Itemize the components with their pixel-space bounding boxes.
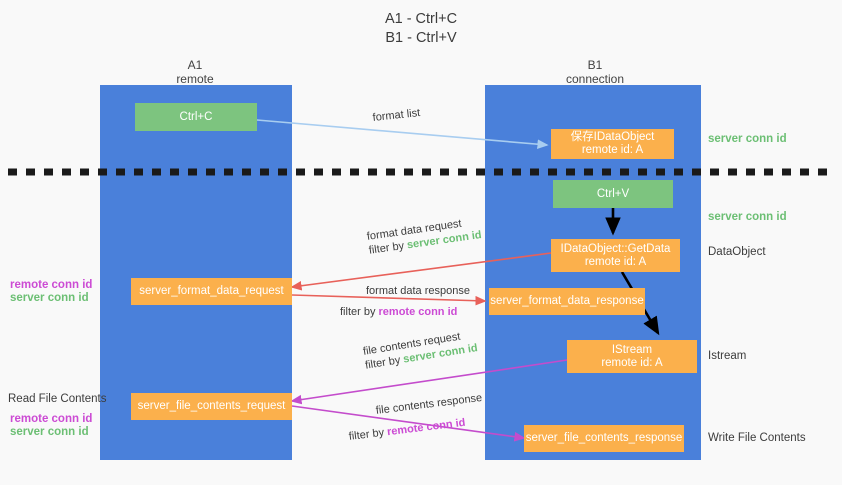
filter-prefix: filter by: [368, 239, 408, 257]
node-server-format-data-response-label: server_format_data_response: [490, 295, 644, 307]
node-getdata[interactable]: IDataObject::GetData remote id: A: [551, 239, 680, 272]
node-ctrl-v-label: Ctrl+V: [596, 187, 630, 200]
node-server-format-data-request[interactable]: server_format_data_request: [131, 278, 292, 305]
lane-title-a1: A1 remote: [120, 58, 270, 86]
title-line-2: B1 - Ctrl+V: [385, 30, 457, 46]
node-getdata-line2: remote id: A: [584, 255, 647, 268]
edge-label-format-data-response: format data response: [366, 284, 470, 298]
node-save-idataobject-line2: remote id: A: [581, 144, 644, 156]
lane-title-a1-line2: remote: [176, 72, 214, 86]
filter-key-remote-conn-id: remote conn id: [378, 306, 458, 318]
right-label-server-conn-id-top: server conn id: [708, 133, 787, 145]
left-label-remote-conn-id-1: remote conn id: [10, 279, 93, 291]
lane-title-b1: B1 connection: [520, 58, 670, 86]
edge-label-file-contents-response: file contents response: [375, 391, 483, 418]
edge-label-file-contents-response-filter: filter by remote conn id: [348, 416, 466, 444]
node-ctrl-c[interactable]: Ctrl+C: [135, 103, 257, 131]
page-title: A1 - Ctrl+C B1 - Ctrl+V: [0, 10, 842, 48]
node-server-file-contents-request[interactable]: server_file_contents_request: [131, 393, 292, 420]
edge-label-file-contents-response-text: file contents response: [375, 391, 483, 417]
lane-title-b1-line1: B1: [587, 58, 603, 72]
node-istream[interactable]: IStream remote id: A: [567, 340, 697, 373]
right-label-dataobject: DataObject: [708, 246, 766, 258]
edge-label-format-data-response-text: format data response: [366, 285, 470, 297]
node-server-file-contents-response[interactable]: server_file_contents_response: [524, 425, 684, 452]
node-getdata-line1: IDataObject::GetData: [560, 242, 671, 255]
filter-prefix: filter by: [348, 426, 388, 443]
node-istream-line1: IStream: [611, 343, 653, 356]
lane-title-a1-line1: A1: [187, 58, 203, 72]
edge-label-format-data-response-filter: filter by remote conn id: [340, 305, 457, 319]
right-label-server-conn-id-second: server conn id: [708, 211, 787, 223]
left-label-server-conn-id-1: server conn id: [10, 292, 89, 304]
node-server-file-contents-request-label: server_file_contents_request: [137, 400, 286, 412]
node-ctrl-c-label: Ctrl+C: [179, 110, 213, 123]
lane-title-b1-line2: connection: [565, 72, 625, 86]
left-label-remote-conn-id-2: remote conn id: [10, 413, 93, 425]
right-label-istream: Istream: [708, 350, 747, 362]
node-server-file-contents-response-label: server_file_contents_response: [525, 432, 683, 444]
title-line-1: A1 - Ctrl+C: [384, 11, 458, 27]
right-label-write-file-contents: Write File Contents: [708, 432, 806, 444]
edge-label-file-contents-request: file contents request filter by server c…: [362, 327, 479, 372]
node-save-idataobject-line1: 保存IDataObject: [570, 131, 655, 143]
edge-label-format-list: format list: [372, 106, 421, 125]
left-label-server-conn-id-2: server conn id: [10, 426, 89, 438]
left-label-read-file-contents: Read File Contents: [8, 393, 107, 405]
node-ctrl-v[interactable]: Ctrl+V: [553, 180, 673, 208]
node-istream-line2: remote id: A: [601, 356, 663, 369]
node-server-format-data-request-label: server_format_data_request: [139, 285, 284, 297]
filter-prefix: filter by: [340, 306, 379, 318]
node-server-format-data-response[interactable]: server_format_data_response: [489, 288, 645, 315]
edge-label-format-list-text: format list: [372, 107, 421, 124]
edge-label-format-data-request: format data request filter by server con…: [366, 214, 483, 258]
node-save-idataobject[interactable]: 保存IDataObject remote id: A: [551, 129, 674, 159]
filter-key-remote-conn-id: remote conn id: [386, 416, 467, 439]
